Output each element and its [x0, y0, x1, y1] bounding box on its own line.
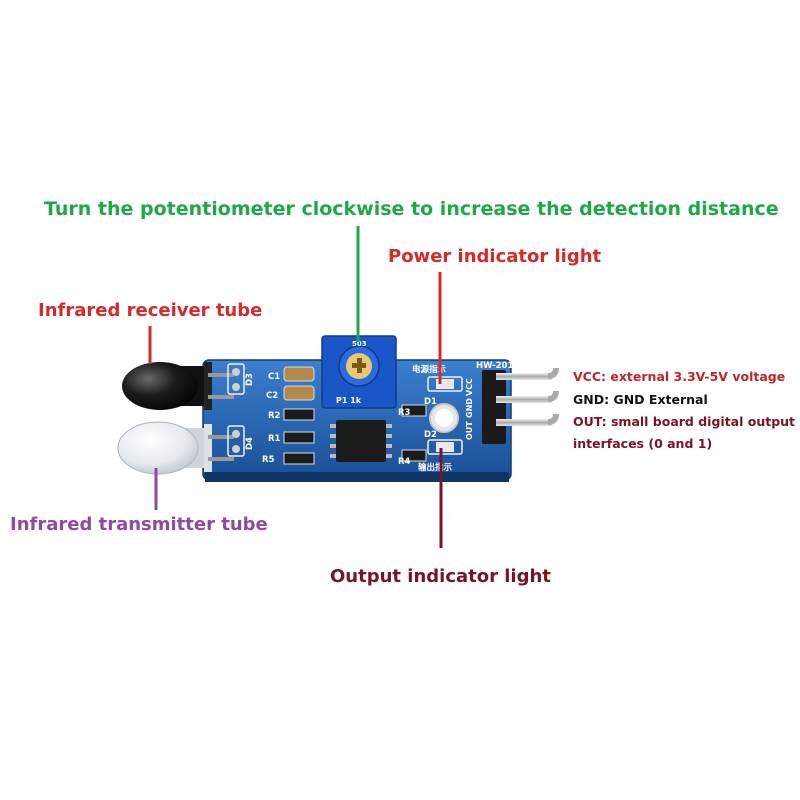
- d1-mark: D1: [424, 397, 437, 407]
- pin-out-mark: OUT: [465, 421, 474, 440]
- capacitors: [283, 366, 315, 401]
- d3-mark: D3: [245, 373, 255, 386]
- d2-mark: D2: [424, 430, 437, 440]
- potentiometer: [321, 335, 397, 409]
- pin-vcc-mark: VCC: [465, 378, 474, 396]
- potentiometer-label: Turn the potentiometer clockwise to incr…: [44, 198, 779, 220]
- r5-mark: R5: [262, 455, 275, 465]
- pin-gnd-description: GND: GND External: [573, 392, 708, 407]
- pin-gnd-key: GND:: [573, 392, 610, 407]
- pot-top-mark: 503: [352, 340, 367, 348]
- infrared-receiver-tube: [122, 362, 234, 410]
- pin-out-description-line2: interfaces (0 and 1): [573, 436, 713, 451]
- output-light-label: Output indicator light: [330, 566, 551, 587]
- r3-mark: R3: [398, 408, 411, 418]
- power-indicator-led: [427, 376, 463, 392]
- power-light-label: Power indicator light: [388, 246, 602, 267]
- pin-out-value: small board digital output: [606, 414, 796, 429]
- d4-mark: D4: [245, 437, 255, 450]
- output-cn-mark: 输出指示: [418, 462, 453, 473]
- r2-mark: R2: [268, 411, 281, 421]
- pin-gnd-value: GND External: [609, 392, 708, 407]
- mounting-hole: [429, 403, 459, 433]
- r4-mark: R4: [398, 457, 411, 467]
- pin-out-description: OUT: small board digital output: [573, 414, 795, 429]
- pot-bottom-mark: P1 1k: [336, 396, 362, 405]
- pin-vcc-key: VCC:: [573, 369, 607, 384]
- r1-mark: R1: [268, 434, 281, 444]
- c1-mark: C1: [268, 372, 280, 382]
- c2-mark: C2: [266, 391, 278, 401]
- output-indicator-led: [427, 439, 463, 455]
- receiver-label: Infrared receiver tube: [38, 300, 263, 321]
- pin-out-key: OUT:: [573, 414, 607, 429]
- header-pins: [482, 367, 559, 444]
- pin-vcc-description: VCC: external 3.3V-5V voltage: [573, 369, 785, 384]
- model-mark: HW-201: [476, 361, 513, 371]
- pin-vcc-value: external 3.3V-5V voltage: [606, 369, 786, 384]
- ic-chip: [330, 420, 392, 462]
- power-cn-mark: 电源指示: [412, 364, 447, 375]
- callout-lines: [148, 226, 443, 548]
- resistors: [283, 404, 427, 465]
- pin-gnd-mark: GND: [465, 398, 474, 418]
- transmitter-label: Infrared transmitter tube: [10, 514, 268, 535]
- silkscreen: HW-201 电源指示 输出指示 C1 C2 R2 R1 R5 R3 R4 D1…: [245, 340, 513, 473]
- infrared-transmitter-tube: [117, 421, 234, 475]
- led-pads: [227, 363, 245, 457]
